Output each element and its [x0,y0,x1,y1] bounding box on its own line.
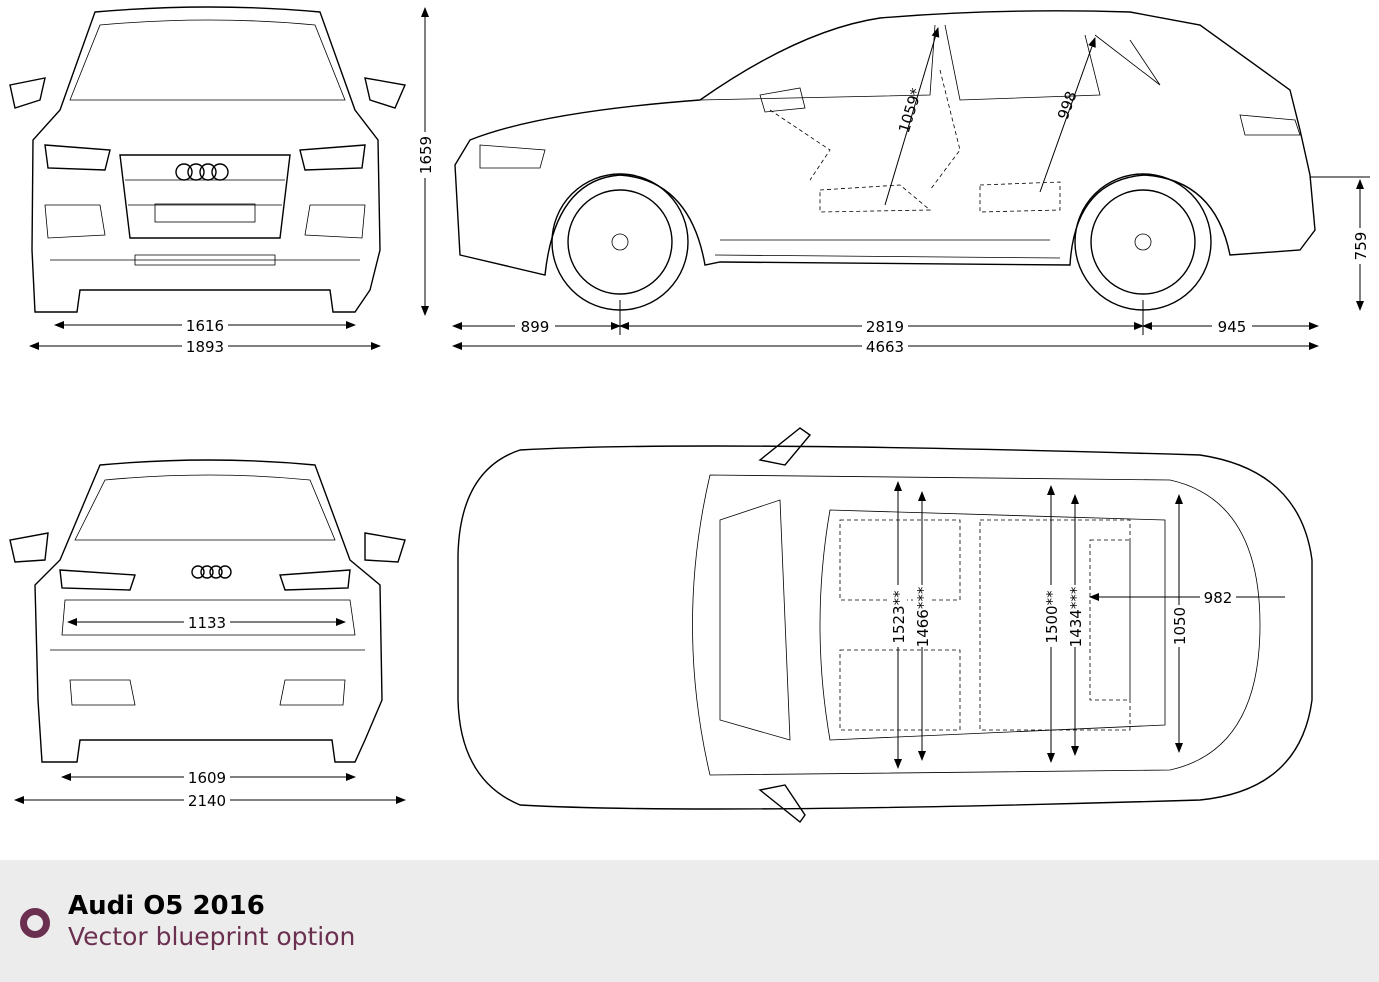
rear-elbow-width-label: 1434*** [1067,586,1085,647]
blueprint-drawing: 1616 1893 1659 899 2819 945 4663 759 [9,6,1370,824]
side-view [454,10,1316,311]
wheelbase-label: 2819 [866,318,904,336]
rear-overhang-label: 945 [1218,318,1247,336]
loading-sill-label: 759 [1352,232,1370,261]
footer: Audi O5 2016 Vector blueprint option [0,860,1379,982]
top-dimensions: 1523** 1466*** 1500** 1434*** 1050 982 [889,481,1285,769]
rear-view [9,459,406,763]
side-dimensions: 899 2819 945 4663 759 1059* 998 [452,27,1370,356]
front-elbow-width-label: 1466*** [914,586,932,647]
front-overhang-label: 899 [521,318,550,336]
front-view [9,6,406,313]
front-headroom-label: 1059* [895,86,926,135]
top-view [457,427,1313,824]
rear-dimensions: 1133 1609 2140 [14,613,406,810]
rear-shoulder-width-label: 1500** [1043,590,1061,644]
rear-track-label: 1609 [188,769,226,787]
front-shoulder-width-label: 1523** [890,590,908,644]
length-label: 4663 [866,338,904,356]
circle-bullet-icon [20,908,50,938]
trunk-length-label: 982 [1204,589,1233,607]
footer-title: Audi O5 2016 [68,891,265,921]
footer-subtitle: Vector blueprint option [68,922,356,951]
rear-headroom-label: 998 [1054,89,1081,122]
front-width-label: 1893 [186,338,224,356]
width-with-mirrors-label: 2140 [188,792,226,810]
front-track-label: 1616 [186,317,224,335]
front-dimensions: 1616 1893 1659 [29,7,435,356]
trunk-width-label: 1050 [1171,607,1189,645]
height-label: 1659 [417,136,435,174]
tailgate-width-label: 1133 [188,614,226,632]
